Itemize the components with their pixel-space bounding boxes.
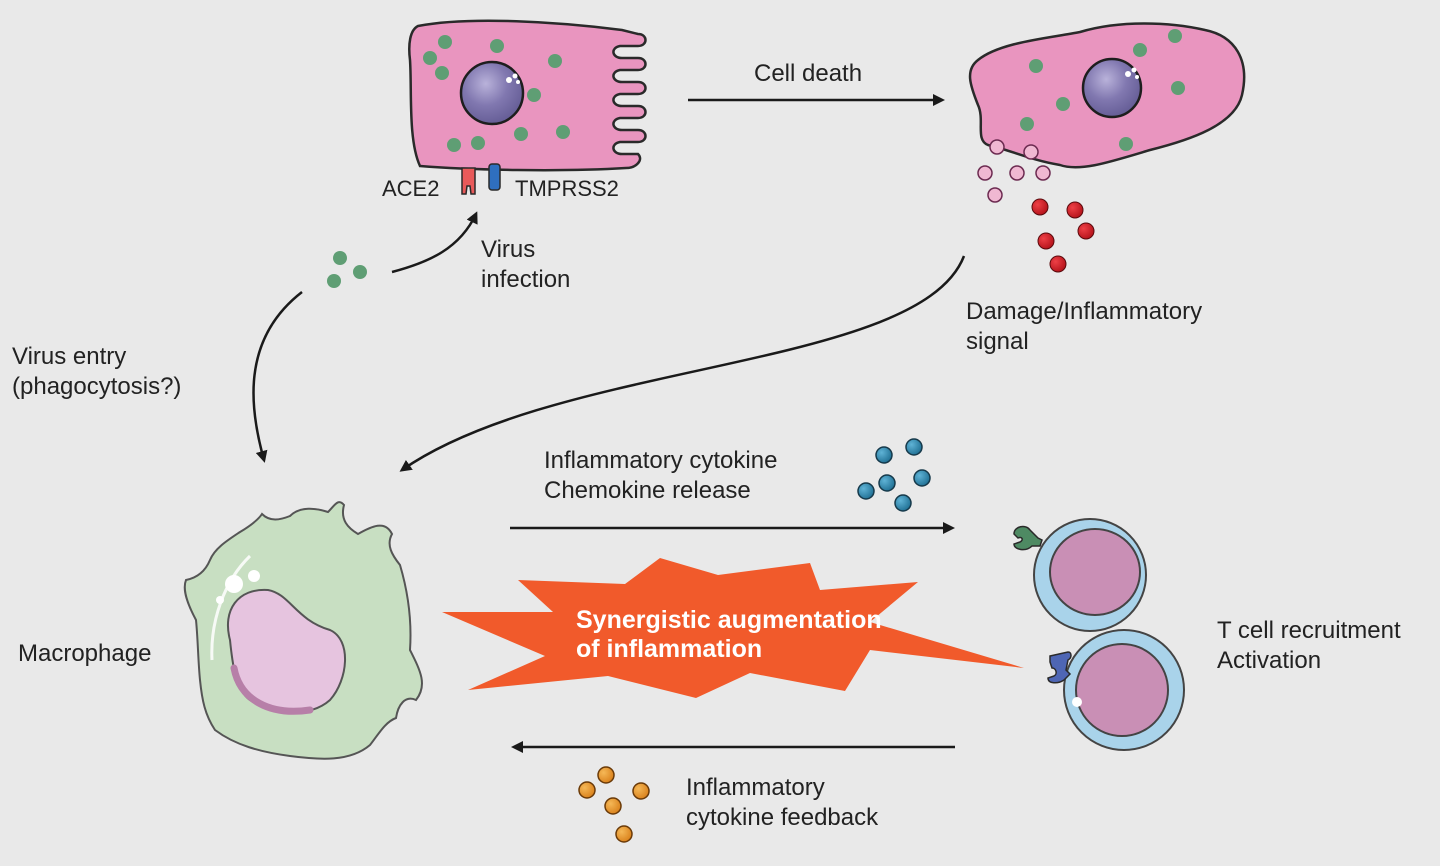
- macrophage-label: Macrophage: [18, 640, 152, 667]
- t-cell-upper: [1013, 518, 1147, 632]
- cell-death-label: Cell death: [754, 60, 863, 87]
- damage-signal-arrow: [399, 255, 966, 472]
- feedback-cytokine-molecules: [578, 766, 650, 843]
- damage-signal-label-line2: signal: [966, 328, 1029, 355]
- synergistic-burst: [442, 558, 1024, 698]
- damage-signal-molecules: [977, 139, 1095, 273]
- virus-infection-label-line1: Virus: [481, 236, 536, 263]
- burst-text-line2: of inflammation: [576, 635, 763, 663]
- macrophage-cell: [183, 501, 424, 760]
- t-cell-label-line1: T cell recruitment: [1217, 617, 1401, 644]
- intracellular-virus-particles: [1020, 29, 1185, 151]
- virus-entry-arrow: [252, 291, 303, 463]
- tmprss2-receptor-icon: [488, 163, 501, 191]
- cytokine-feedback-label-line2: cytokine feedback: [686, 804, 879, 831]
- cytokine-feedback-label-line1: Inflammatory: [686, 774, 825, 801]
- ace2-receptor-icon: [461, 167, 476, 195]
- ace2-label: ACE2: [382, 176, 440, 201]
- free-virus-particles: [327, 251, 367, 288]
- nucleus: [459, 60, 525, 126]
- virus-entry-label-line2: (phagocytosis?): [12, 373, 182, 400]
- dying-cell: [968, 22, 1246, 169]
- virus-infection-arrow: [391, 211, 478, 274]
- t-cell-label-line2: Activation: [1217, 647, 1322, 674]
- t-cell-lower: [1047, 629, 1185, 751]
- cytokine-chemokine-molecules: [857, 438, 931, 512]
- nucleus: [1081, 57, 1143, 119]
- cytokine-release-label-line1: Inflammatory cytokine: [544, 447, 778, 474]
- virus-entry-label-line1: Virus entry: [12, 343, 127, 370]
- green-receptor-icon: [1013, 525, 1043, 551]
- damage-signal-label-line1: Damage/Inflammatory: [966, 298, 1203, 325]
- tmprss2-label: TMPRSS2: [515, 176, 619, 201]
- blue-receptor-icon: [1047, 651, 1072, 684]
- burst-text-line1: Synergistic augmentation: [576, 606, 882, 634]
- intracellular-virus-particles: [423, 35, 570, 152]
- virus-infection-label-line2: infection: [481, 266, 571, 293]
- infected-epithelial-cell: [408, 19, 647, 195]
- cytokine-release-label-line2: Chemokine release: [544, 477, 751, 504]
